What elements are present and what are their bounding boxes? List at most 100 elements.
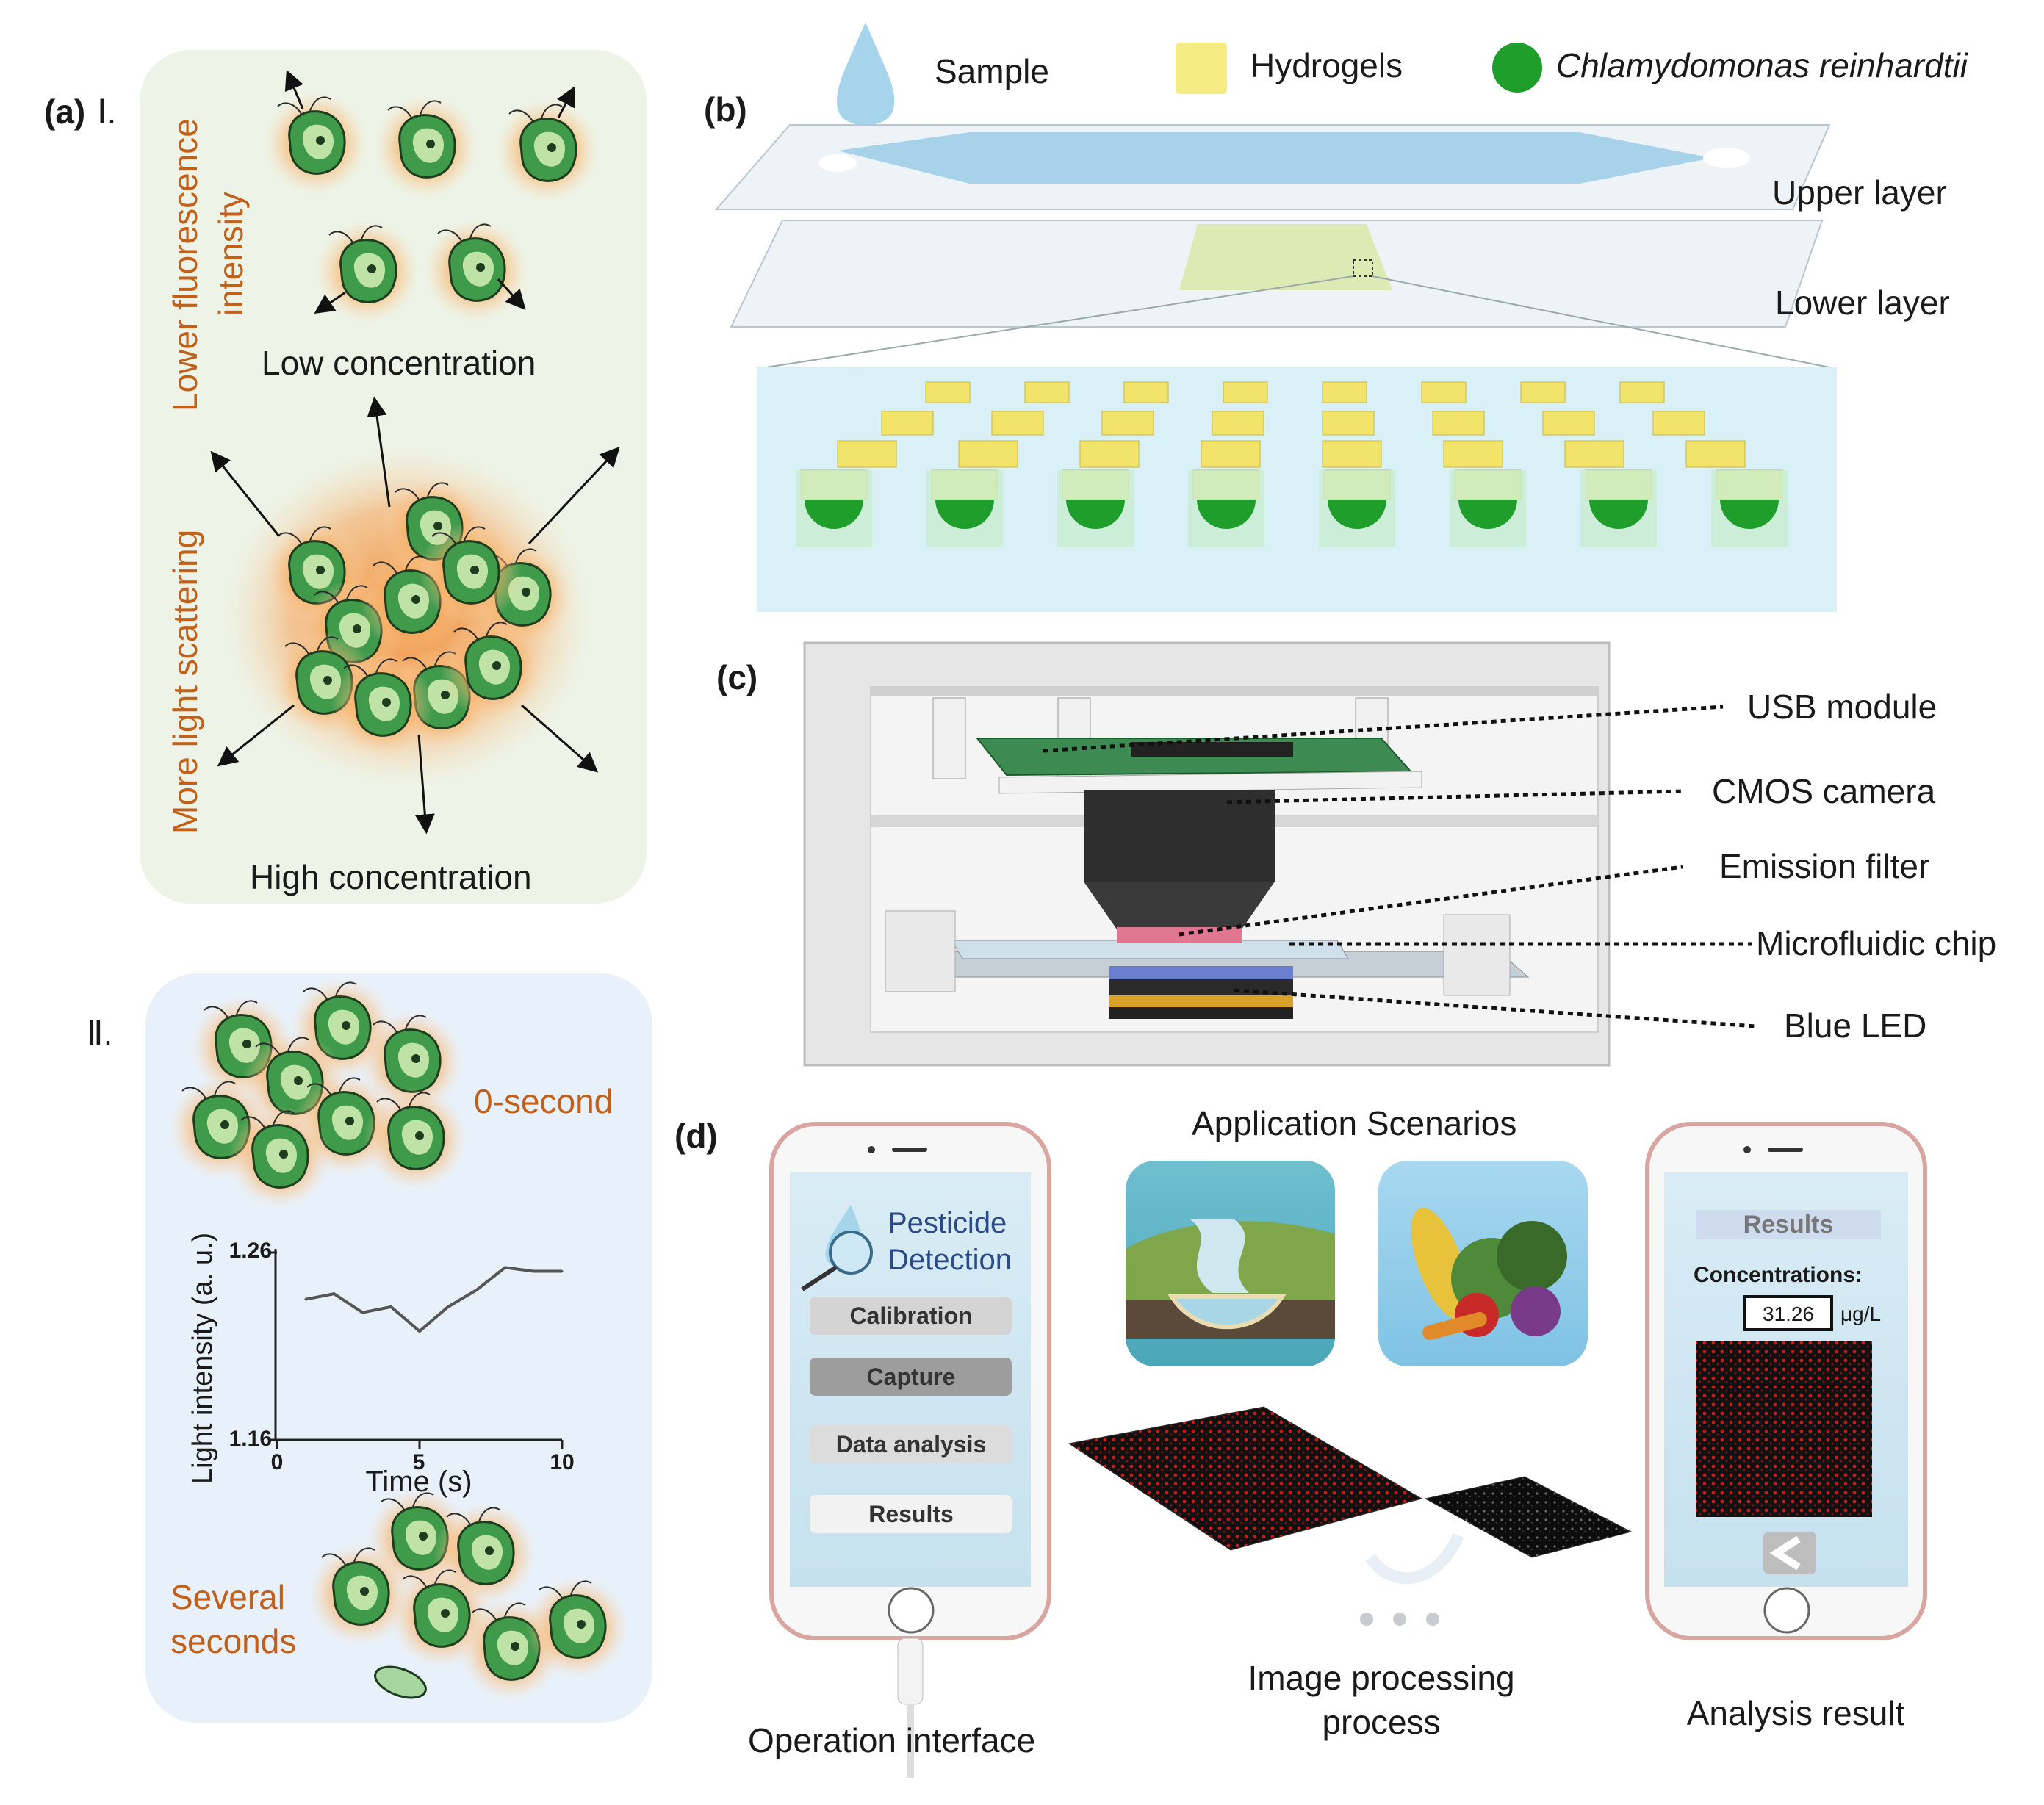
algae-cell-3 [1197, 500, 1256, 529]
app-title-2: Detection [888, 1244, 1012, 1276]
light-intensity-chart: 1.26 1.16 0 5 10 Time (s) Light intensit… [187, 1233, 575, 1498]
panel-label-c: (c) [716, 658, 757, 696]
algae-cell-1 [935, 500, 994, 529]
emission-filter-element [1117, 927, 1242, 943]
part-I-label: Ⅰ. [97, 93, 116, 131]
panel-label-b: (b) [704, 90, 747, 129]
chart-ylabel: Light intensity (a. u.) [187, 1233, 218, 1484]
cmos-camera [1084, 790, 1275, 929]
hydrogel-array-zoom [757, 367, 1837, 612]
hydrogel-block-9 [991, 411, 1044, 436]
hydrogel-block-8 [881, 411, 934, 436]
processed-image [1424, 1476, 1633, 1558]
chart-point-2 [361, 1311, 364, 1314]
data-analysis-button[interactable]: Data analysis [810, 1425, 1012, 1463]
hydrogel-block-5 [1421, 381, 1467, 403]
chart-point-5 [447, 1305, 450, 1308]
hydrogel-block-4 [1322, 381, 1367, 403]
hydrogel-block-6 [1520, 381, 1566, 403]
usb-module-label: USB module [1747, 688, 1937, 726]
results-header-bar [1696, 1210, 1881, 1239]
algae-cell-0 [805, 500, 863, 529]
processing-dots [1360, 1613, 1439, 1626]
back-button[interactable] [1763, 1532, 1816, 1574]
chevron-left-icon [1769, 1535, 1801, 1571]
algae-cell-5 [1458, 500, 1517, 529]
several-seconds-label-2: seconds [170, 1622, 296, 1660]
high-concentration-arrows [210, 396, 620, 835]
zoom-box [1353, 259, 1373, 277]
results-button-label: Results [868, 1501, 954, 1527]
outlet-hole [1703, 148, 1750, 168]
legend-algae: Chlamydomonas reinhardtii [1556, 46, 1969, 84]
legend-hydrogels: Hydrogels [1250, 46, 1403, 84]
hydrogel-block-23 [1685, 440, 1746, 468]
capture-button-label: Capture [867, 1363, 956, 1390]
hydrogel-block-1 [1024, 381, 1070, 403]
low-concentration-arrows [284, 70, 575, 314]
chart-series-line [305, 1266, 562, 1333]
chart-xtick-0: 0 [271, 1450, 284, 1474]
raw-fluorescence-image [1068, 1406, 1423, 1551]
blue-led-label: Blue LED [1784, 1006, 1926, 1045]
hydrogel-block-11 [1212, 411, 1264, 436]
low-concentration-label: Low concentration [262, 344, 536, 382]
part-II-label: Ⅱ. [87, 1014, 112, 1052]
hydrogel-legend-icon [1176, 43, 1227, 94]
lower-fluorescence-label-2: intensity [212, 192, 250, 316]
panel-c-leader-lines [1043, 705, 1757, 1028]
upper-layer-label: Upper layer [1772, 173, 1947, 212]
legend-sample: Sample [935, 52, 1049, 90]
microfluidic-chip-label: Microfluidic chip [1756, 924, 1996, 962]
algae-cell-6 [1589, 500, 1648, 529]
hydrogel-block-12 [1322, 411, 1375, 436]
algae-cell-2 [1066, 500, 1125, 529]
cmos-camera-label: CMOS camera [1712, 772, 1936, 810]
lower-layer-label: Lower layer [1775, 284, 1950, 322]
hydrogel-grid [796, 381, 1788, 547]
concentration-value: 31.26 [1763, 1303, 1814, 1325]
operation-interface-label: Operation interface [748, 1721, 1035, 1759]
zero-second-cells [168, 976, 468, 1210]
chart-point-3 [389, 1305, 392, 1308]
chart-point-7 [503, 1266, 506, 1269]
chart-point-6 [475, 1289, 478, 1291]
sample-drop-icon [837, 22, 895, 126]
calibration-button[interactable]: Calibration [810, 1297, 1012, 1335]
hydrogel-block-20 [1322, 440, 1382, 468]
results-header: Results [1743, 1211, 1834, 1239]
hydrogel-block-10 [1101, 411, 1154, 436]
algae-cell-7 [1720, 500, 1779, 529]
concentration-value-box [1743, 1295, 1833, 1331]
analysis-result-label: Analysis result [1687, 1694, 1905, 1732]
image-processing-label-2: process [1322, 1703, 1440, 1741]
hydrogel-block-21 [1443, 440, 1503, 468]
hydrogel-block-14 [1542, 411, 1595, 436]
several-seconds-cells [307, 1486, 630, 1702]
magnifier-handle [801, 1265, 838, 1291]
several-seconds-label-1: Several [170, 1578, 285, 1616]
blue-led-element [1109, 995, 1293, 1007]
hydrogel-array-region [1179, 224, 1392, 290]
inlet-hole [818, 154, 857, 172]
data-analysis-button-label: Data analysis [836, 1431, 987, 1458]
chart-ticks [268, 1251, 564, 1449]
chart-xtick-5: 5 [413, 1450, 425, 1474]
concentrations-label: Concentrations: [1694, 1263, 1863, 1287]
panel-label-d: (d) [674, 1117, 718, 1155]
results-button[interactable]: Results [810, 1495, 1012, 1533]
hydrogel-block-0 [925, 381, 971, 403]
hydrogel-block-2 [1123, 381, 1169, 403]
chart-points [304, 1266, 564, 1333]
hydrogel-block-18 [1079, 440, 1140, 468]
zoom-line-right [1372, 275, 1838, 370]
emission-filter-label: Emission filter [1719, 847, 1929, 885]
panel-label-a: (a) [44, 93, 85, 131]
upper-layer-channel [838, 132, 1712, 184]
capture-button[interactable]: Capture [810, 1358, 1012, 1396]
more-scattering-label: More light scattering [166, 530, 204, 834]
vegetables-scenario-icon [1378, 1161, 1588, 1366]
algae-cell-4 [1328, 500, 1386, 529]
zero-second-label: 0-second [474, 1082, 613, 1120]
